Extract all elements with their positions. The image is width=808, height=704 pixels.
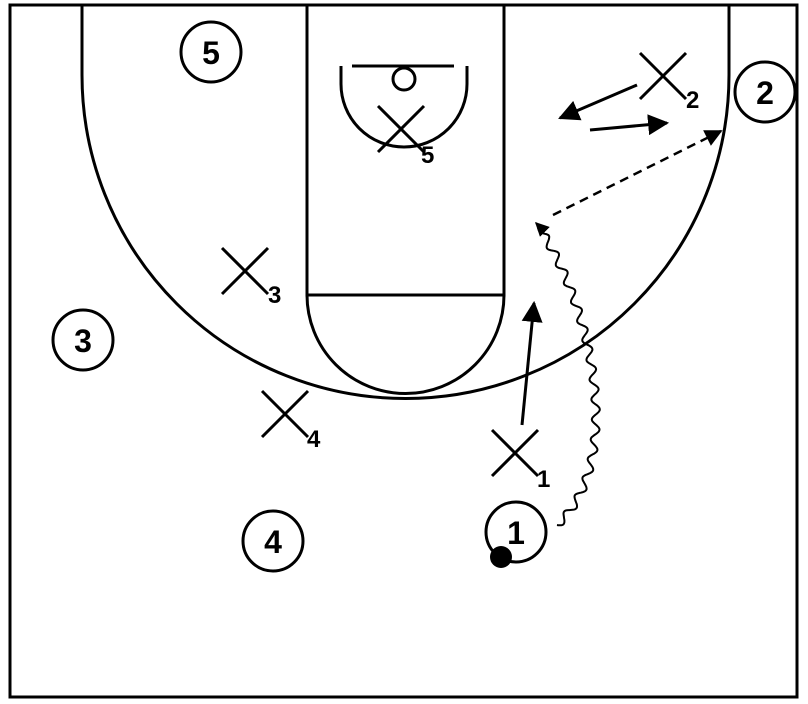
offense-player-5: 5 <box>179 20 243 84</box>
defense-player-2: 2 <box>638 51 699 114</box>
defense-player-3: 3 <box>220 246 281 309</box>
cut-arrow-x1 <box>520 300 543 426</box>
offense-player-4: 4 <box>241 509 305 573</box>
court-boundary <box>8 3 799 699</box>
cut-arrow-x2-left <box>558 83 638 121</box>
offense-player-4-label: 4 <box>264 524 282 560</box>
offense-player-2-label: 2 <box>756 75 774 111</box>
offense-player-1: 1 <box>484 500 548 568</box>
defense-player-1: 1 <box>490 428 550 493</box>
defense-player-5: 5 <box>376 104 434 169</box>
defense-player-2-label: 2 <box>686 87 699 114</box>
rim <box>391 66 417 92</box>
paint-lane <box>305 5 506 297</box>
restricted-area-arc <box>339 66 469 149</box>
offense-player-1-label: 1 <box>507 515 525 551</box>
three-point-line <box>80 5 731 400</box>
ball-icon <box>490 546 512 568</box>
defense-player-3-label: 3 <box>268 282 281 309</box>
defense-player-5-label: 5 <box>421 142 434 169</box>
offense-player-5-label: 5 <box>202 35 220 71</box>
offense-player-3-label: 3 <box>74 323 92 359</box>
offense-player-2: 2 <box>733 60 797 124</box>
pass-arrow-dashed <box>552 129 723 217</box>
free-throw-circle <box>305 294 506 395</box>
defense-player-4: 4 <box>260 389 321 453</box>
defense-player-4-label: 4 <box>307 426 321 453</box>
offense-player-3: 3 <box>51 308 115 372</box>
court-lines <box>8 3 799 699</box>
defense-player-1-label: 1 <box>537 466 550 493</box>
cut-arrow-x2-right <box>589 114 670 136</box>
dribble-arrow-wavy <box>535 222 601 527</box>
